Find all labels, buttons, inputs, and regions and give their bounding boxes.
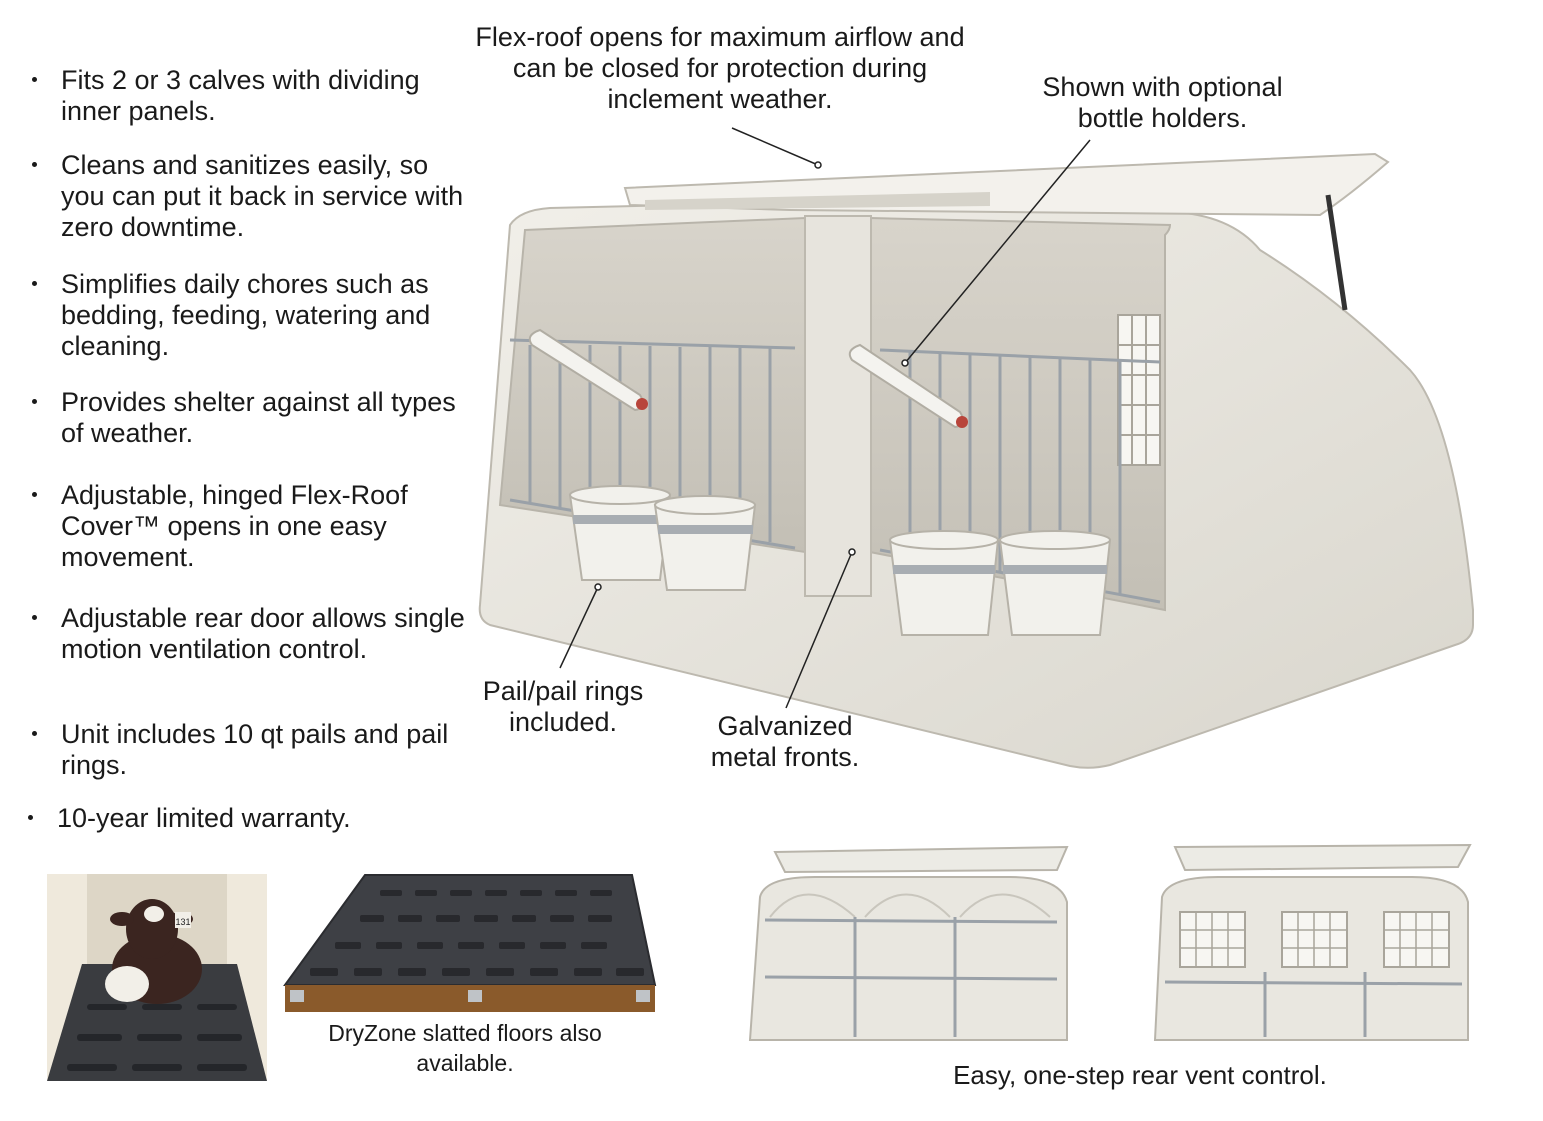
leader-dot xyxy=(814,161,822,169)
bullet-icon xyxy=(32,492,37,497)
leader-dot xyxy=(901,359,909,367)
leader-line xyxy=(559,586,599,669)
ear-tag: 131 xyxy=(175,917,190,927)
callout-metal-fronts: Galvanized metal fronts. xyxy=(710,711,860,772)
bullet-icon xyxy=(32,399,37,404)
callout-pail-rings: Pail/pail rings included. xyxy=(482,676,644,737)
slatted-floor-image xyxy=(283,874,657,1012)
bullet-icon xyxy=(32,281,37,286)
feature-item: Cleans and sanitizes easily, so you can … xyxy=(28,150,468,243)
feature-item: Adjustable, hinged Flex-Roof Cover™ open… xyxy=(28,480,468,573)
rear-view-hutch-vented xyxy=(1153,843,1472,1041)
rear-vent-window xyxy=(1117,314,1161,466)
leader-line xyxy=(785,551,853,709)
calf-icon xyxy=(105,899,202,1004)
calf-photo: 131 xyxy=(47,874,267,1081)
pail-group-right xyxy=(888,530,1112,636)
bottle-holder-right xyxy=(848,343,968,429)
bullet-icon xyxy=(28,815,33,820)
bullet-icon xyxy=(32,77,37,82)
caption-rear-vent: Easy, one-step rear vent control. xyxy=(953,1060,1327,1090)
rear-view-hutch-closed xyxy=(748,845,1069,1041)
bullet-icon xyxy=(32,731,37,736)
callout-bottle-holders: Shown with optional bottle holders. xyxy=(1042,72,1283,133)
bullet-icon xyxy=(32,615,37,620)
feature-item: Simplifies daily chores such as bedding,… xyxy=(28,269,468,362)
front-opening-right xyxy=(869,216,1172,612)
bottle-holder-left xyxy=(528,328,648,412)
leader-dot xyxy=(594,583,602,591)
leader-dot xyxy=(848,548,856,556)
bullet-icon xyxy=(32,162,37,167)
feature-item: Fits 2 or 3 calves with dividing inner p… xyxy=(28,65,468,127)
pail-group-left xyxy=(568,485,757,591)
roof-strut xyxy=(1325,194,1348,311)
feature-item: Adjustable rear door allows single motio… xyxy=(28,603,468,665)
feature-item: 10-year limited warranty. xyxy=(24,803,464,834)
feature-item: Unit includes 10 qt pails and pail rings… xyxy=(28,719,468,781)
feature-item: Provides shelter against all types of we… xyxy=(28,387,468,449)
leader-line xyxy=(904,139,1091,364)
caption-slatted-floors: DryZone slatted floors also available. xyxy=(328,1020,602,1076)
leader-line xyxy=(731,127,819,166)
callout-flex-roof: Flex-roof opens for maximum airflow and … xyxy=(475,22,965,114)
hutch-main-image xyxy=(478,152,1474,769)
